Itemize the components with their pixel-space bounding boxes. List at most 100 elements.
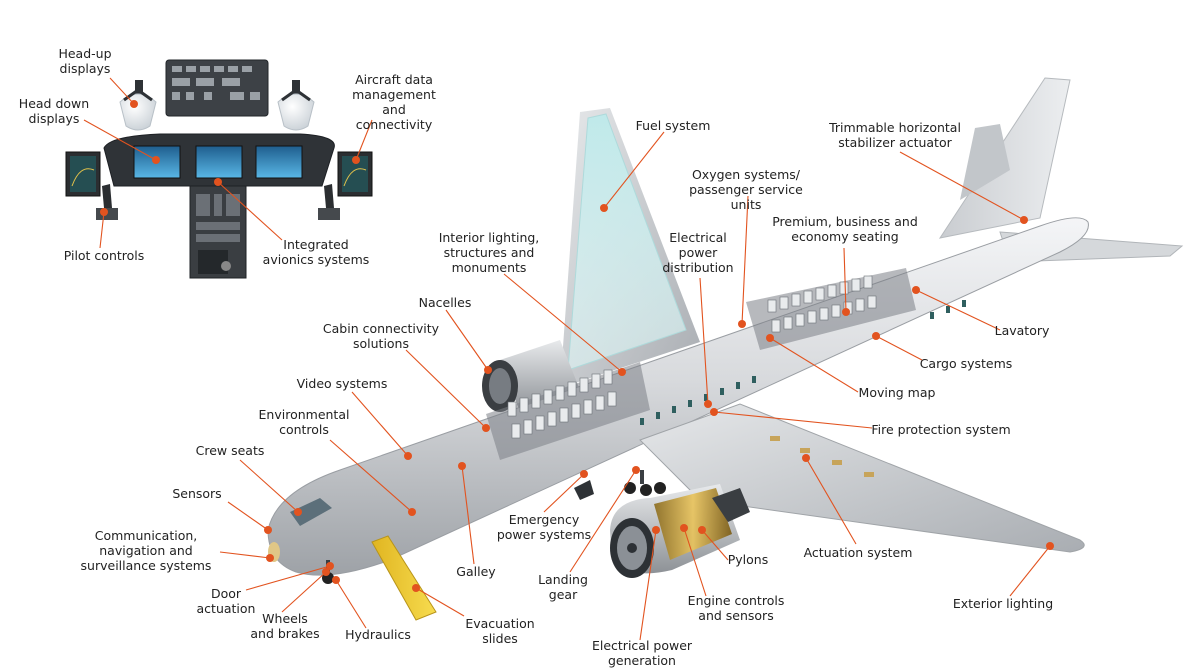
callout-dot-crew-seats — [294, 508, 302, 516]
aft-cabin-cutaway — [746, 268, 916, 350]
callout-dot-electrical-generation — [652, 526, 660, 534]
label-crew-seats: Crew seats — [195, 443, 265, 458]
leader-line-nacelles — [445, 309, 489, 371]
leader-line-electrical-generation — [639, 529, 657, 641]
label-moving-map: Moving map — [858, 385, 936, 400]
callout-dot-video-systems — [404, 452, 412, 460]
callout-dot-moving-map — [766, 334, 774, 342]
label-video-systems: Video systems — [296, 376, 388, 391]
callout-dot-galley — [458, 462, 466, 470]
leader-line-head-down-displays — [83, 119, 157, 161]
callout-dot-head-down-displays — [152, 156, 160, 164]
callout-dot-pilot-controls — [100, 208, 108, 216]
aircraft-illustration — [267, 77, 1184, 621]
head-up-display-right — [277, 80, 315, 131]
leader-line-fire-protection — [713, 411, 873, 429]
callout-dot-engine-controls — [680, 524, 688, 532]
label-cabin-connectivity: Cabin connectivity solutions — [322, 321, 440, 351]
label-head-down-displays: Head down displays — [18, 96, 90, 126]
cockpit-illustration — [65, 59, 373, 279]
label-landing-gear: Landing gear — [538, 572, 588, 602]
pilot-sidestick-right — [318, 184, 340, 220]
label-door-actuation: Door actuation — [196, 586, 256, 616]
label-galley: Galley — [456, 564, 496, 579]
label-hydraulics: Hydraulics — [345, 627, 411, 642]
label-evacuation-slides: Evacuation slides — [465, 616, 535, 646]
label-communication-navigation: Communication, navigation and surveillan… — [80, 528, 212, 573]
leader-lines — [83, 77, 1054, 641]
leader-line-fuel-system — [603, 131, 665, 209]
evacuation-slide — [371, 535, 437, 621]
main-landing-gear — [624, 470, 666, 496]
callout-dot-head-up-displays — [130, 100, 138, 108]
label-aircraft-data-management: Aircraft data management and connectivit… — [352, 72, 436, 132]
callout-dot-lavatory — [912, 286, 920, 294]
label-engine-controls: Engine controls and sensors — [687, 593, 785, 623]
callout-dot-door-actuation — [326, 562, 334, 570]
leader-line-electrical-distribution — [699, 277, 709, 405]
callout-dot-integrated-avionics — [214, 178, 222, 186]
callout-dot-premium-seating — [842, 308, 850, 316]
callout-dot-fuel-system — [600, 204, 608, 212]
label-premium-seating: Premium, business and economy seating — [772, 214, 918, 244]
label-exterior-lighting: Exterior lighting — [952, 596, 1054, 611]
leader-line-wheels-and-brakes — [281, 571, 327, 613]
callout-dot-oxygen-systems — [738, 320, 746, 328]
display-screen-2 — [195, 145, 243, 179]
leader-line-door-actuation — [245, 565, 331, 591]
leader-line-emergency-power — [543, 473, 585, 513]
leader-line-pilot-controls — [99, 211, 105, 249]
callout-dot-hydraulics — [332, 576, 340, 584]
flap-actuators — [770, 436, 874, 477]
label-emergency-power: Emergency power systems — [496, 512, 592, 542]
label-pilot-controls: Pilot controls — [63, 248, 145, 263]
cockpit-windshield — [290, 498, 332, 526]
callout-dot-trimmable-stabilizer — [1020, 216, 1028, 224]
leader-line-galley — [461, 465, 475, 565]
leader-line-integrated-avionics — [217, 181, 283, 241]
overhead-panel — [165, 59, 269, 117]
forward-seating — [507, 369, 617, 439]
leader-line-aircraft-data-management — [355, 119, 373, 161]
callout-dot-exterior-lighting — [1046, 542, 1054, 550]
label-trimmable-stabilizer: Trimmable horizontal stabilizer actuator — [829, 120, 961, 150]
head-up-display-left — [119, 80, 157, 131]
leader-line-pylons — [701, 529, 729, 561]
label-integrated-avionics: Integrated avionics systems — [262, 237, 370, 267]
label-nacelles: Nacelles — [418, 295, 472, 310]
leader-line-landing-gear — [569, 469, 637, 573]
cabin-windows — [640, 300, 966, 425]
callout-dot-communication — [266, 554, 274, 562]
leader-line-head-up-displays — [109, 77, 135, 105]
callout-dot-electrical-distribution — [704, 400, 712, 408]
leader-line-lavatory — [915, 289, 1001, 331]
leader-line-crew-seats — [239, 459, 299, 513]
label-actuation-system: Actuation system — [803, 545, 913, 560]
label-wheels-and-brakes: Wheels and brakes — [250, 611, 320, 641]
callout-dot-emergency-power — [580, 470, 588, 478]
aft-seating — [767, 275, 877, 333]
callout-dot-wheels-and-brakes — [322, 568, 330, 576]
leader-line-video-systems — [351, 391, 409, 457]
label-interior-lighting: Interior lighting, structures and monume… — [438, 230, 540, 275]
callout-dot-aircraft-data-management — [352, 156, 360, 164]
callout-dot-actuation-system — [802, 454, 810, 462]
display-screen-3 — [255, 145, 303, 179]
callout-dot-nacelles — [484, 366, 492, 374]
leader-line-communication — [219, 551, 271, 559]
fuel-tank — [567, 113, 687, 371]
label-oxygen-systems: Oxygen systems/ passenger service units — [689, 167, 803, 212]
leader-line-actuation-system — [805, 457, 857, 545]
leader-line-premium-seating — [843, 247, 847, 313]
leader-line-hydraulics — [335, 579, 367, 629]
main-engine — [610, 484, 750, 578]
leader-line-trimmable-stabilizer — [899, 151, 1025, 221]
label-head-up-displays: Head-up displays — [58, 46, 112, 76]
callout-dot-landing-gear — [632, 466, 640, 474]
leader-line-cabin-connectivity — [405, 349, 487, 429]
callout-dot-pylons — [698, 526, 706, 534]
leader-line-exterior-lighting — [1009, 545, 1051, 597]
label-fuel-system: Fuel system — [635, 118, 711, 133]
label-electrical-power-distribution: Electrical power distribution — [662, 230, 734, 275]
